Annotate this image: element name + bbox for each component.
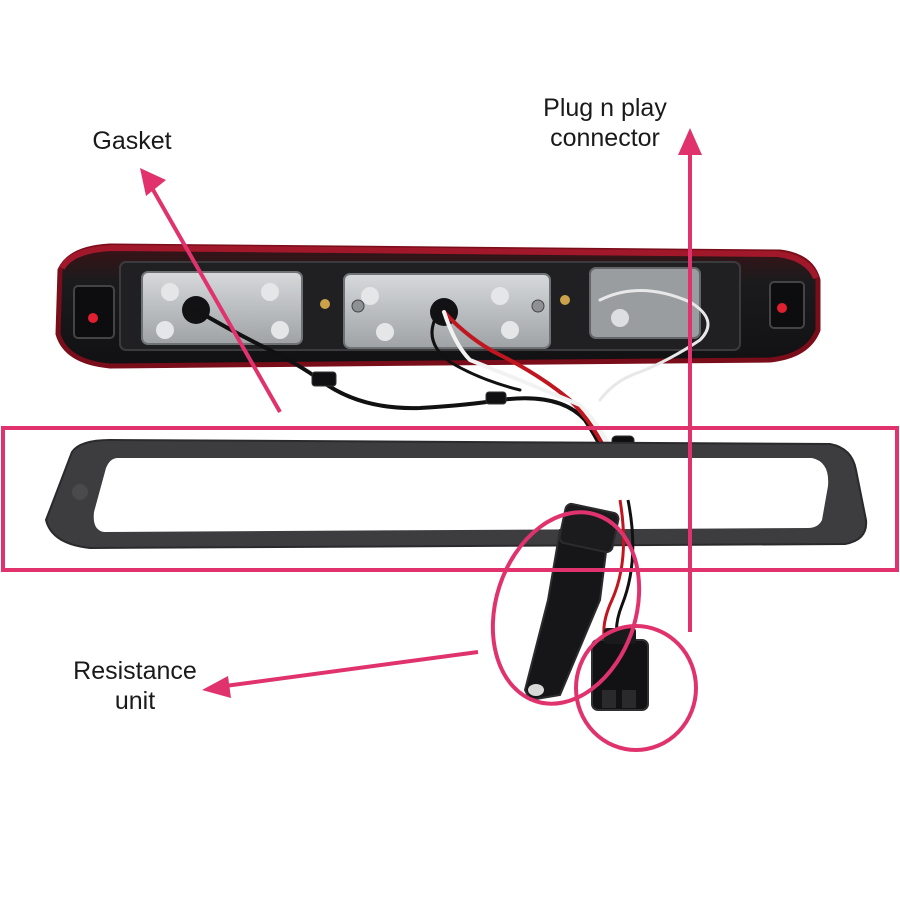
- plug-n-play-label: Plug n play connector: [525, 93, 685, 153]
- resistance-highlight-ellipse: [490, 510, 642, 706]
- connector-highlight-ellipse: [574, 624, 698, 752]
- annotation-overlays: [1, 128, 899, 752]
- plug-n-play-connector: [591, 628, 649, 711]
- gasket-label: Gasket: [72, 126, 192, 156]
- gasket: [44, 438, 868, 550]
- gasket-label-text: Gasket: [92, 127, 172, 155]
- plug-label-line2: connector: [550, 124, 660, 152]
- brake-light-housing: [55, 243, 821, 369]
- gasket-arrow-head: [140, 168, 166, 196]
- resistance-arrow-line: [224, 650, 479, 688]
- gasket-highlight-box: [1, 426, 899, 572]
- resistance-unit-label: Resistance unit: [55, 656, 215, 716]
- plug-arrow-head: [678, 128, 702, 155]
- plug-label-line1: Plug n play: [543, 94, 667, 122]
- resistance-label-line1: Resistance: [73, 657, 197, 685]
- resistance-label-line2: unit: [114, 687, 156, 715]
- resistance-arrow-head: [202, 676, 231, 698]
- gasket-arrow-line: [150, 187, 282, 413]
